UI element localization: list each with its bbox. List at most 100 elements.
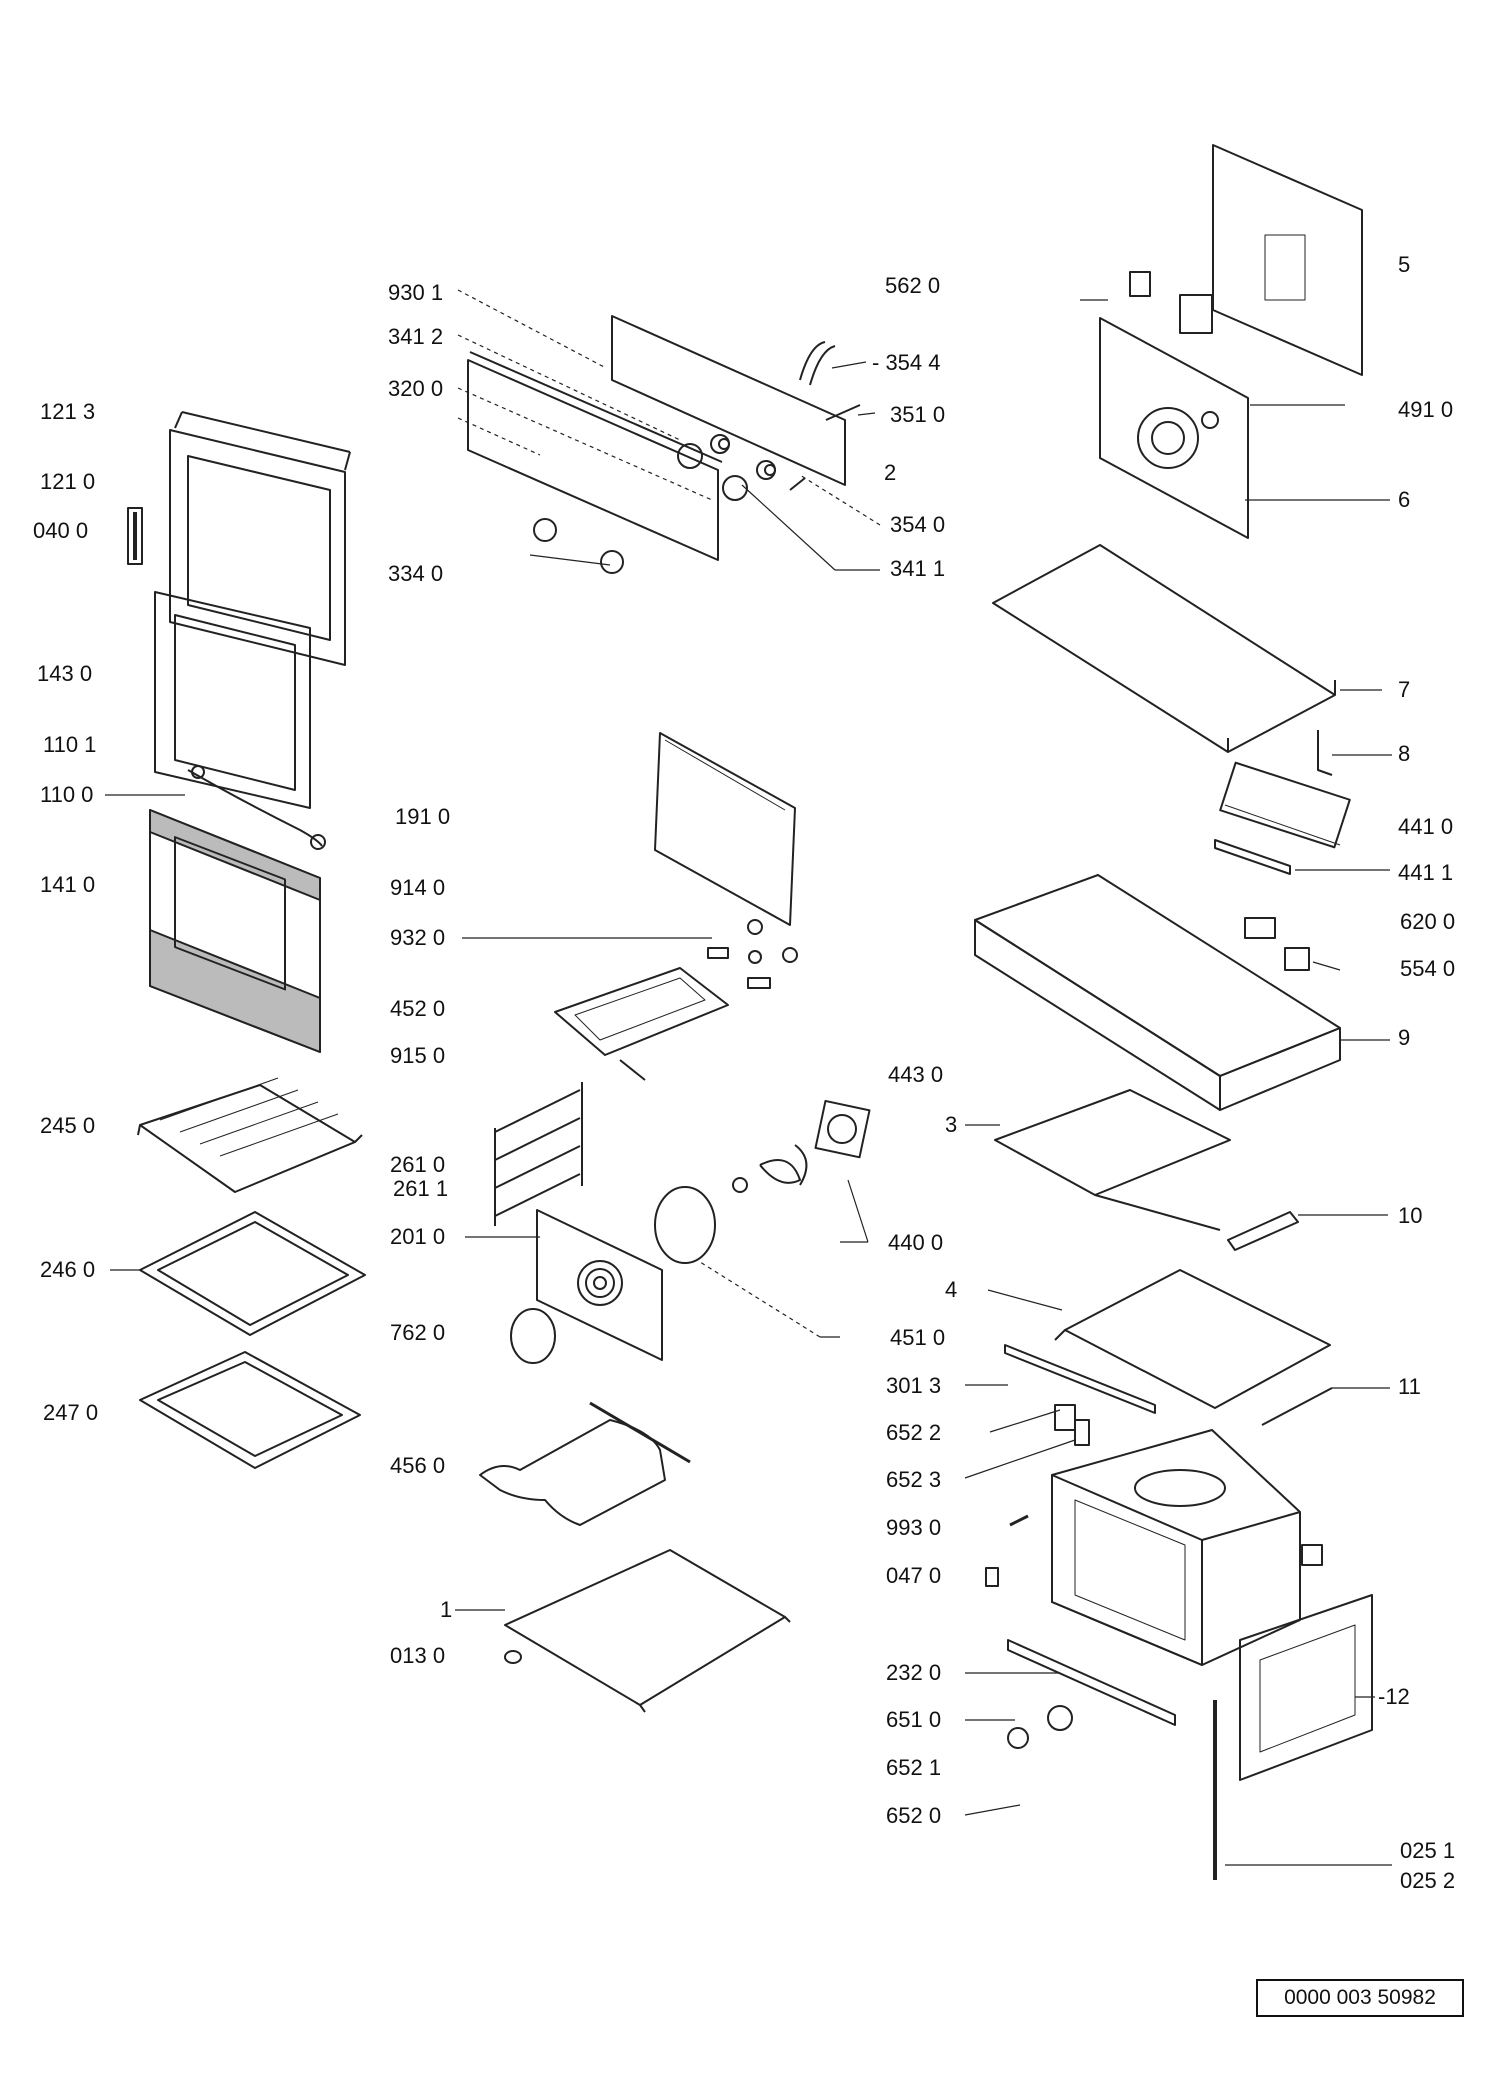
part-label: 8	[1398, 741, 1411, 766]
part-label: 320 0	[388, 376, 444, 401]
door-glass-frame-121	[169, 411, 351, 666]
oven-bottom-1	[504, 1549, 791, 1713]
part-label: 013 0	[390, 1643, 446, 1668]
oven-rear-panel-191	[654, 732, 796, 926]
part-label: 261 1	[393, 1176, 449, 1201]
clip-652	[1054, 1404, 1090, 1446]
baking-tray-247	[139, 1351, 361, 1469]
part-label: 9	[1398, 1025, 1411, 1050]
terminal-block-491	[1129, 271, 1213, 334]
fan-cover-201	[536, 1209, 663, 1361]
part-label: 354 0	[890, 512, 946, 537]
part-label: 143 0	[37, 661, 93, 686]
part-label: 341 1	[890, 556, 946, 581]
lower-heater-456	[479, 1401, 691, 1526]
part-label: 232 0	[886, 1660, 942, 1685]
part-label: 1	[440, 1597, 453, 1622]
part-label: 201 0	[390, 1224, 446, 1249]
part-label: 141 0	[40, 872, 96, 897]
top-cover-7	[992, 544, 1336, 753]
part-label: 10	[1398, 1203, 1423, 1228]
outer-frame-12	[1239, 1594, 1373, 1781]
door-hinge-110	[187, 765, 326, 850]
part-label: 452 0	[390, 996, 446, 1021]
knob-651	[1007, 1705, 1073, 1749]
part-label: 441 0	[1398, 814, 1454, 839]
rod-11	[1261, 1387, 1333, 1426]
grill-element-452	[554, 967, 729, 1081]
part-label: 121 3	[40, 399, 96, 424]
fan-gasket-762	[510, 1308, 556, 1364]
part-label: 440 0	[888, 1230, 944, 1255]
wire-rack-245	[137, 1077, 363, 1193]
part-label: 932 0	[390, 925, 446, 950]
fan-ring-451	[654, 1186, 716, 1264]
part-label: 652 2	[886, 1420, 942, 1445]
rear-housing-6	[1099, 317, 1249, 539]
part-label: 930 1	[388, 280, 444, 305]
part-label: 491 0	[1398, 397, 1454, 422]
control-panel-group	[467, 315, 861, 574]
part-label: 915 0	[390, 1043, 446, 1068]
rail-10	[1227, 1211, 1299, 1251]
outer-door-141	[149, 809, 321, 1053]
part-label: 110 1	[43, 732, 97, 757]
part-label: 301 3	[886, 1373, 942, 1398]
part-label: 247 0	[43, 1400, 99, 1425]
fan-motor-443	[814, 1099, 871, 1159]
switch-620	[1244, 917, 1310, 971]
part-label: 121 0	[40, 469, 96, 494]
baking-tray-246	[139, 1211, 366, 1336]
part-label: 562 0	[885, 273, 941, 298]
part-label: 341 2	[388, 324, 444, 349]
part-label: 7	[1398, 677, 1411, 702]
shelf-supports-261	[494, 1082, 583, 1226]
part-label: - 354 4	[872, 350, 941, 375]
part-label: 451 0	[890, 1325, 946, 1350]
part-label: 993 0	[886, 1515, 942, 1540]
part-label: -12	[1378, 1684, 1410, 1709]
part-label: 652 0	[886, 1803, 942, 1828]
part-label: 110 0	[40, 782, 94, 807]
door-handle-040	[127, 507, 143, 565]
part-label: 456 0	[390, 1453, 446, 1478]
spring-047	[985, 1567, 999, 1587]
control-strip-232	[1007, 1639, 1176, 1726]
oven-cavity	[1051, 1429, 1323, 1666]
deflector-3	[994, 1089, 1231, 1231]
part-label: 245 0	[40, 1113, 96, 1138]
foot-013	[504, 1650, 522, 1664]
part-label: 6	[1398, 487, 1411, 512]
part-label: 025 2	[1400, 1868, 1456, 1893]
bracket-8	[1317, 730, 1333, 776]
part-label: 652 3	[886, 1467, 942, 1492]
part-label: 5	[1398, 252, 1411, 277]
part-label: 651 0	[886, 1707, 942, 1732]
part-label: 620 0	[1400, 909, 1456, 934]
part-label: 351 0	[890, 402, 946, 427]
part-label: 652 1	[886, 1755, 942, 1780]
part-label: 441 1	[1398, 860, 1454, 885]
part-label: 047 0	[886, 1563, 942, 1588]
part-label: 914 0	[390, 875, 446, 900]
rail-301	[1004, 1344, 1156, 1414]
screw-993	[1009, 1514, 1029, 1527]
cooling-fan-441	[1214, 761, 1351, 875]
part-label: 191 0	[395, 804, 451, 829]
housing-frame-9	[974, 874, 1341, 1111]
part-label: 11	[1398, 1374, 1421, 1399]
part-label: 762 0	[390, 1320, 446, 1345]
part-label: 2	[884, 460, 897, 485]
back-panel-5	[1212, 144, 1363, 376]
part-label: 554 0	[1400, 956, 1456, 981]
part-label: 3	[945, 1112, 958, 1137]
part-label: 4	[945, 1277, 958, 1302]
leader-lines	[105, 289, 1392, 1866]
part-label: 261 0	[390, 1152, 446, 1177]
lamp-and-holders	[707, 919, 798, 989]
document-number: 0000 003 50982	[1256, 1979, 1464, 2017]
door-inner-glass-143	[154, 591, 311, 809]
part-label: 334 0	[388, 561, 444, 586]
part-label: 443 0	[888, 1062, 944, 1087]
